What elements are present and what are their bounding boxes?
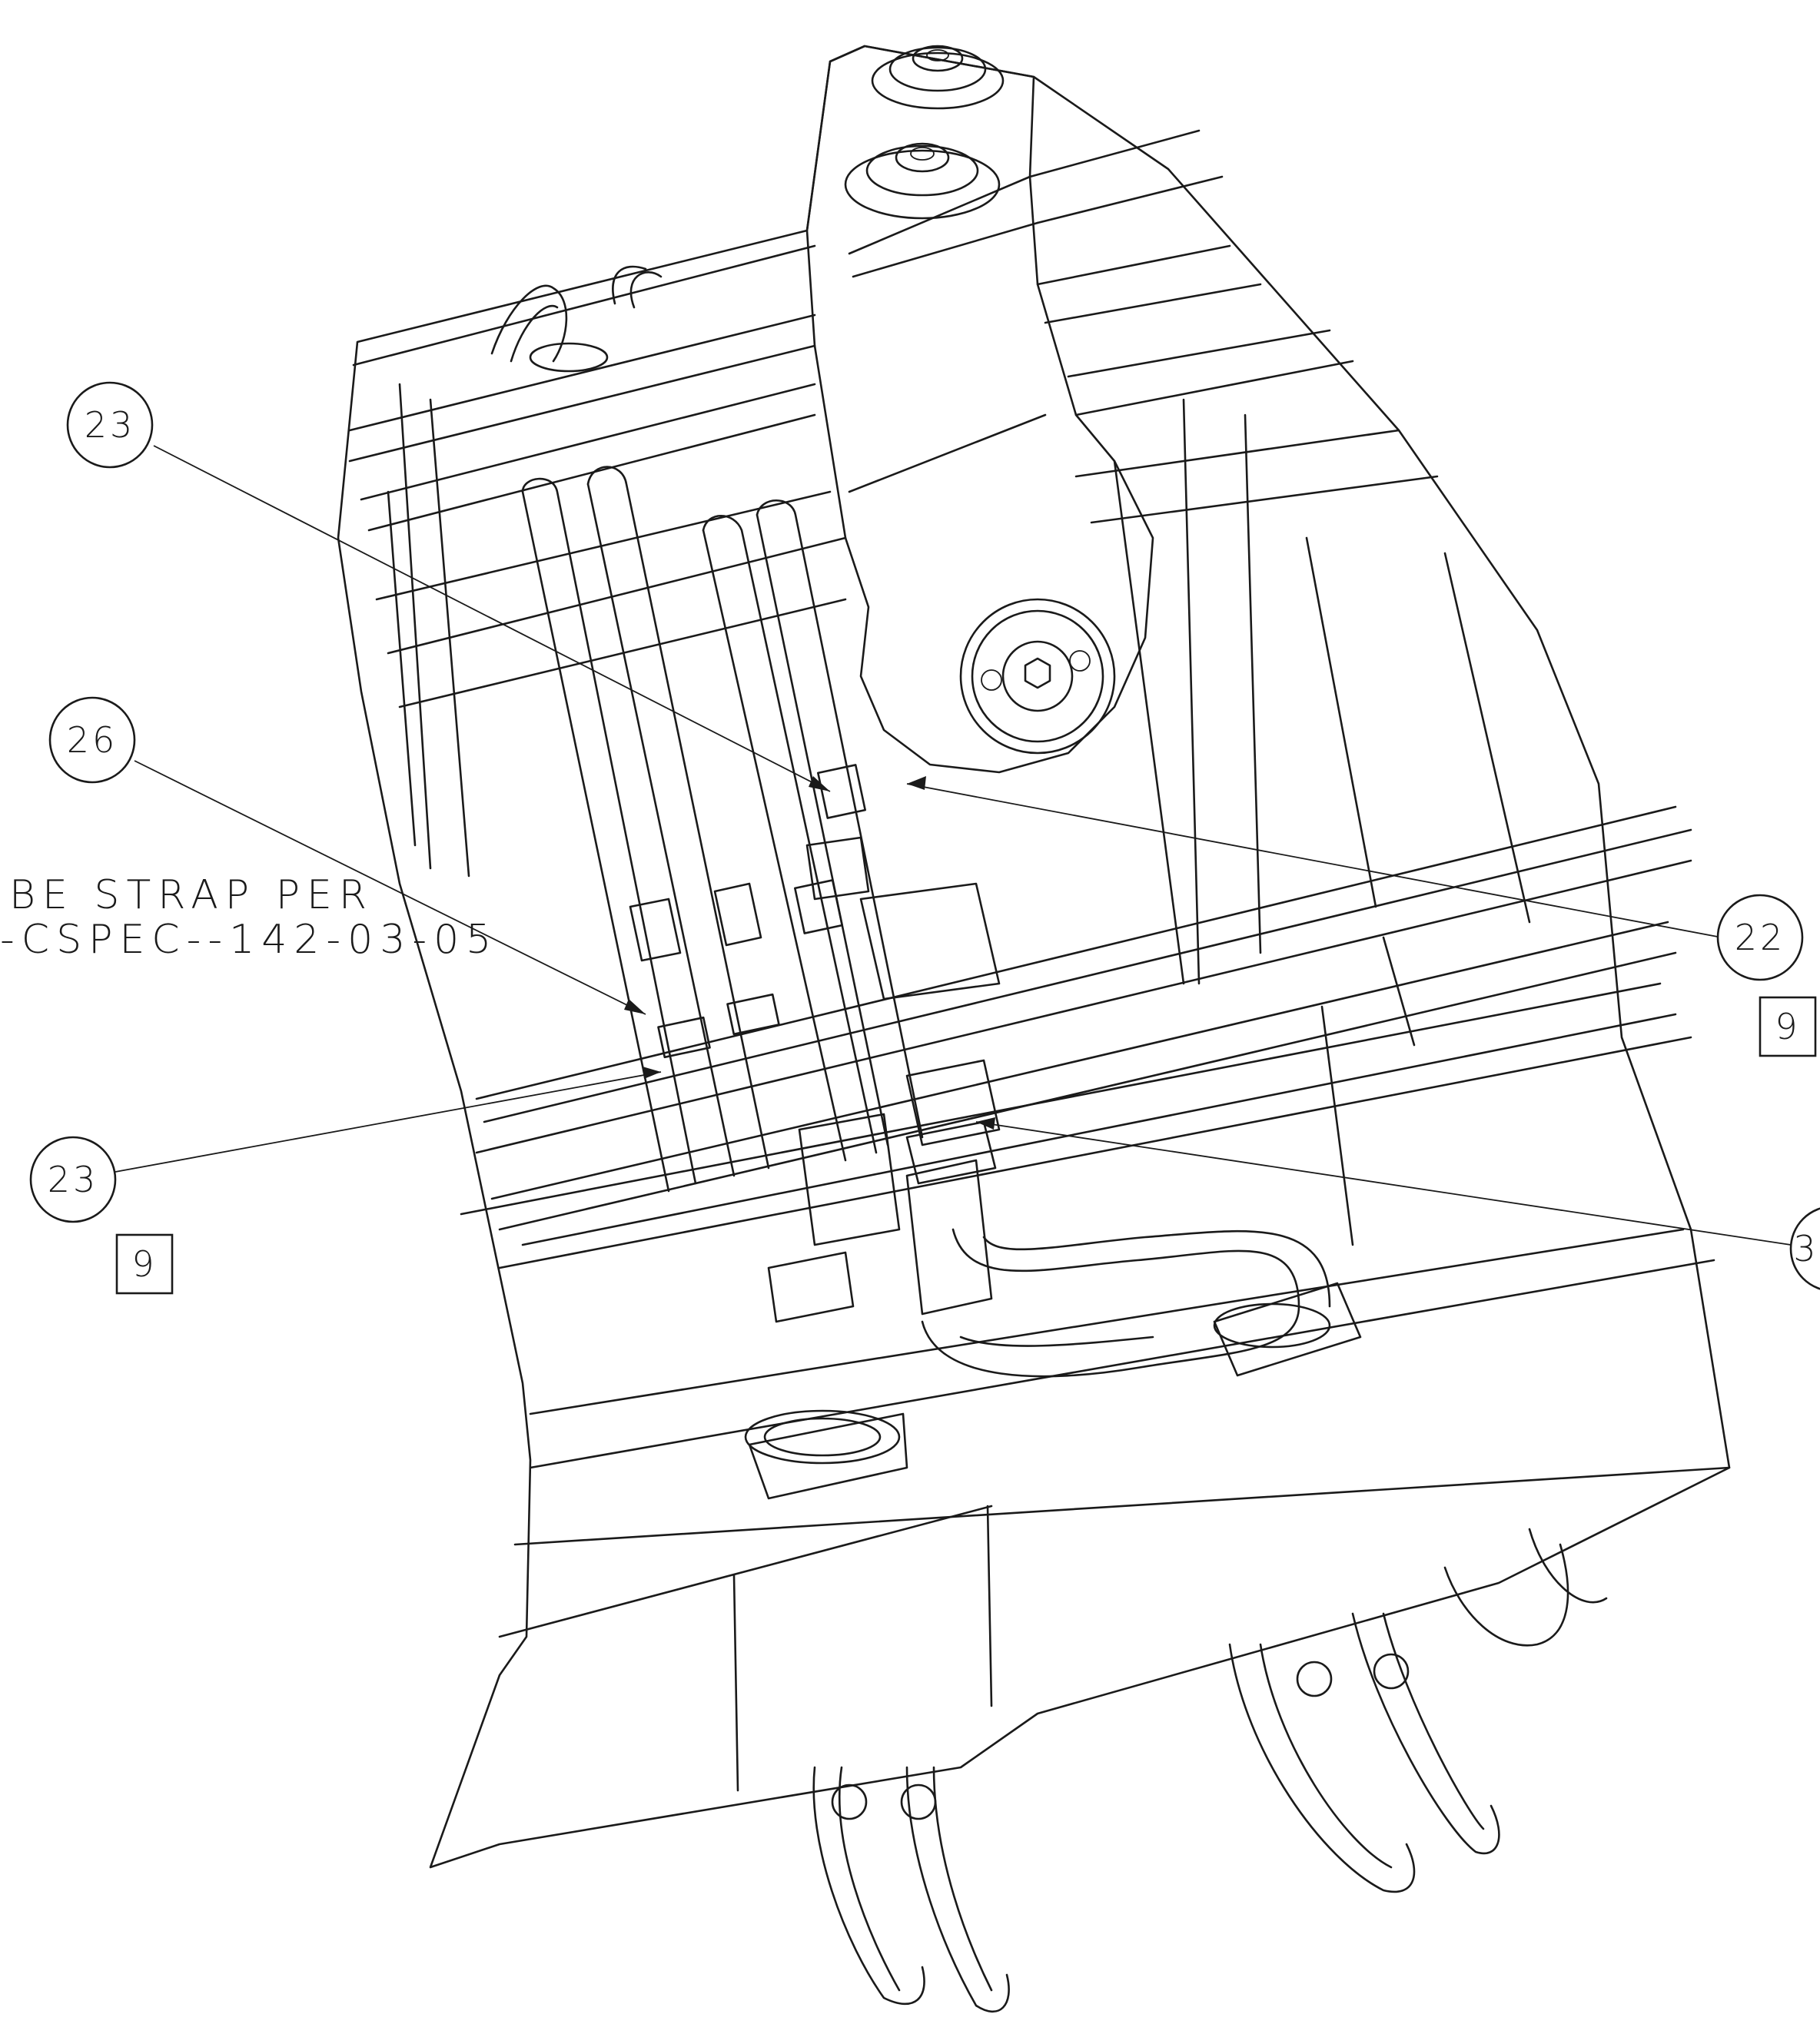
s-bend-hose — [921, 1228, 1362, 1378]
strap-note: BE STRAP PER -CSPEC--142-03-05 — [0, 872, 498, 963]
vertical-tubes — [521, 466, 1001, 1323]
leader-23-top — [153, 445, 831, 792]
leader-arrow-23-top — [809, 776, 830, 791]
top-fastener-1 — [871, 45, 1005, 110]
top-hose-loops — [490, 265, 663, 373]
note-line-1: BE STRAP PER — [9, 872, 374, 918]
bottom-collar — [744, 1409, 908, 1500]
flag-9-right: 9 — [1759, 996, 1817, 1057]
leader-lines — [115, 445, 1792, 1246]
balloon-23-bottom-label: 23 — [48, 1159, 99, 1200]
balloon-partial-right: 3 — [1789, 1207, 1820, 1290]
balloon-26-label: 26 — [67, 719, 118, 761]
flag-9-left: 9 — [115, 1233, 174, 1295]
housing-body — [337, 45, 1731, 1869]
balloon-22-label: 22 — [1735, 917, 1786, 958]
balloon-22: 22 — [1716, 894, 1804, 981]
top-fastener-2 — [844, 142, 1001, 220]
note-line-2: -CSPEC--142-03-05 — [0, 917, 498, 963]
leader-partial-right — [975, 1121, 1792, 1246]
pivot-bracket — [805, 45, 1154, 774]
flag-notes: 9 9 — [115, 996, 1817, 1295]
lower-hose-bundle-left — [812, 1766, 1010, 2013]
leader-23-bottom — [115, 1071, 662, 1173]
balloon-23-top: 23 — [66, 381, 154, 469]
leader-arrow-26 — [624, 999, 646, 1014]
lower-hose-bundle-right — [1228, 1528, 1608, 1893]
callout-balloons: 23 26 22 23 3 — [29, 381, 1820, 1290]
leader-22 — [906, 783, 1722, 938]
leader-arrow-22 — [907, 776, 926, 790]
balloon-23-top-label: 23 — [85, 404, 136, 446]
balloon-23-bottom: 23 — [29, 1136, 117, 1223]
pivot-disc — [959, 598, 1116, 755]
leader-26 — [134, 760, 646, 1015]
leader-arrow-23-bottom — [643, 1067, 661, 1079]
leader-arrow-partial-right — [976, 1117, 995, 1130]
balloon-26: 26 — [48, 696, 136, 784]
flag-9-left-label: 9 — [131, 1243, 157, 1285]
flag-9-right-label: 9 — [1775, 1006, 1800, 1047]
balloon-partial-right-label: 3 — [1793, 1228, 1818, 1269]
